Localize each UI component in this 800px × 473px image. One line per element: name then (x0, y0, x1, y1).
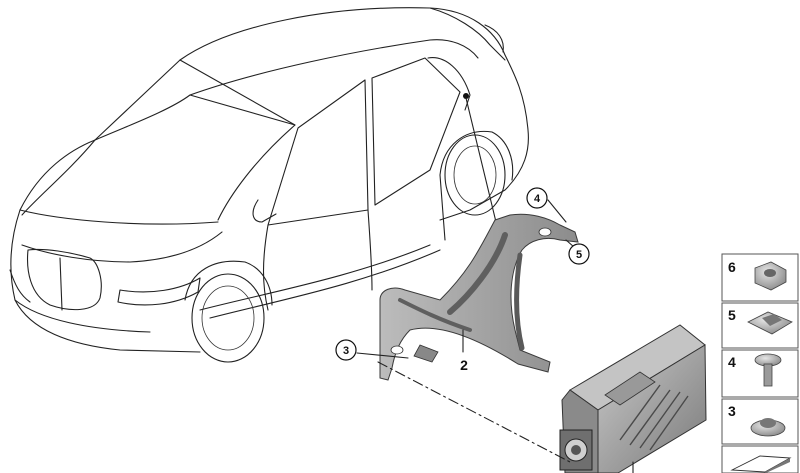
hex-nut-hole-icon (764, 269, 776, 277)
bracket-label-group: 2 (460, 329, 468, 373)
legend-cell-5: 5 (721, 302, 799, 349)
legend-cell-4: 4 (721, 349, 799, 398)
leader-car-to-bracket (465, 97, 497, 223)
legend-cell-6: 6 (721, 253, 799, 302)
callout-4: 4 (526, 187, 567, 223)
callout-4-label: 4 (534, 193, 541, 205)
legend-cell-3-label: 3 (728, 403, 736, 419)
vehicle-outline (9, 7, 529, 363)
pad-shadow-icon (765, 458, 790, 473)
legend-cell-6-label: 6 (728, 259, 736, 275)
legend-cell-3: 3 (721, 398, 799, 445)
screw-shaft-icon (763, 363, 773, 387)
legend-cell-4-label: 4 (728, 354, 736, 370)
callout-5: 5 (565, 239, 590, 265)
clip-nut-detail-icon (762, 314, 782, 326)
callout-3: 3 (335, 339, 409, 361)
fastener-legend: 6 5 4 3 (721, 253, 799, 473)
bracket-part (379, 213, 579, 381)
control-unit-part (559, 324, 707, 473)
legend-cell-foot (721, 445, 799, 473)
callout-5-label: 5 (576, 249, 582, 261)
leader-bracket-to-unit (377, 361, 571, 463)
legend-cell-5-label: 5 (728, 307, 736, 323)
flange-nut-hole-icon (760, 418, 776, 428)
callout-3-label: 3 (343, 345, 349, 357)
bracket-number-label: 2 (460, 357, 468, 373)
